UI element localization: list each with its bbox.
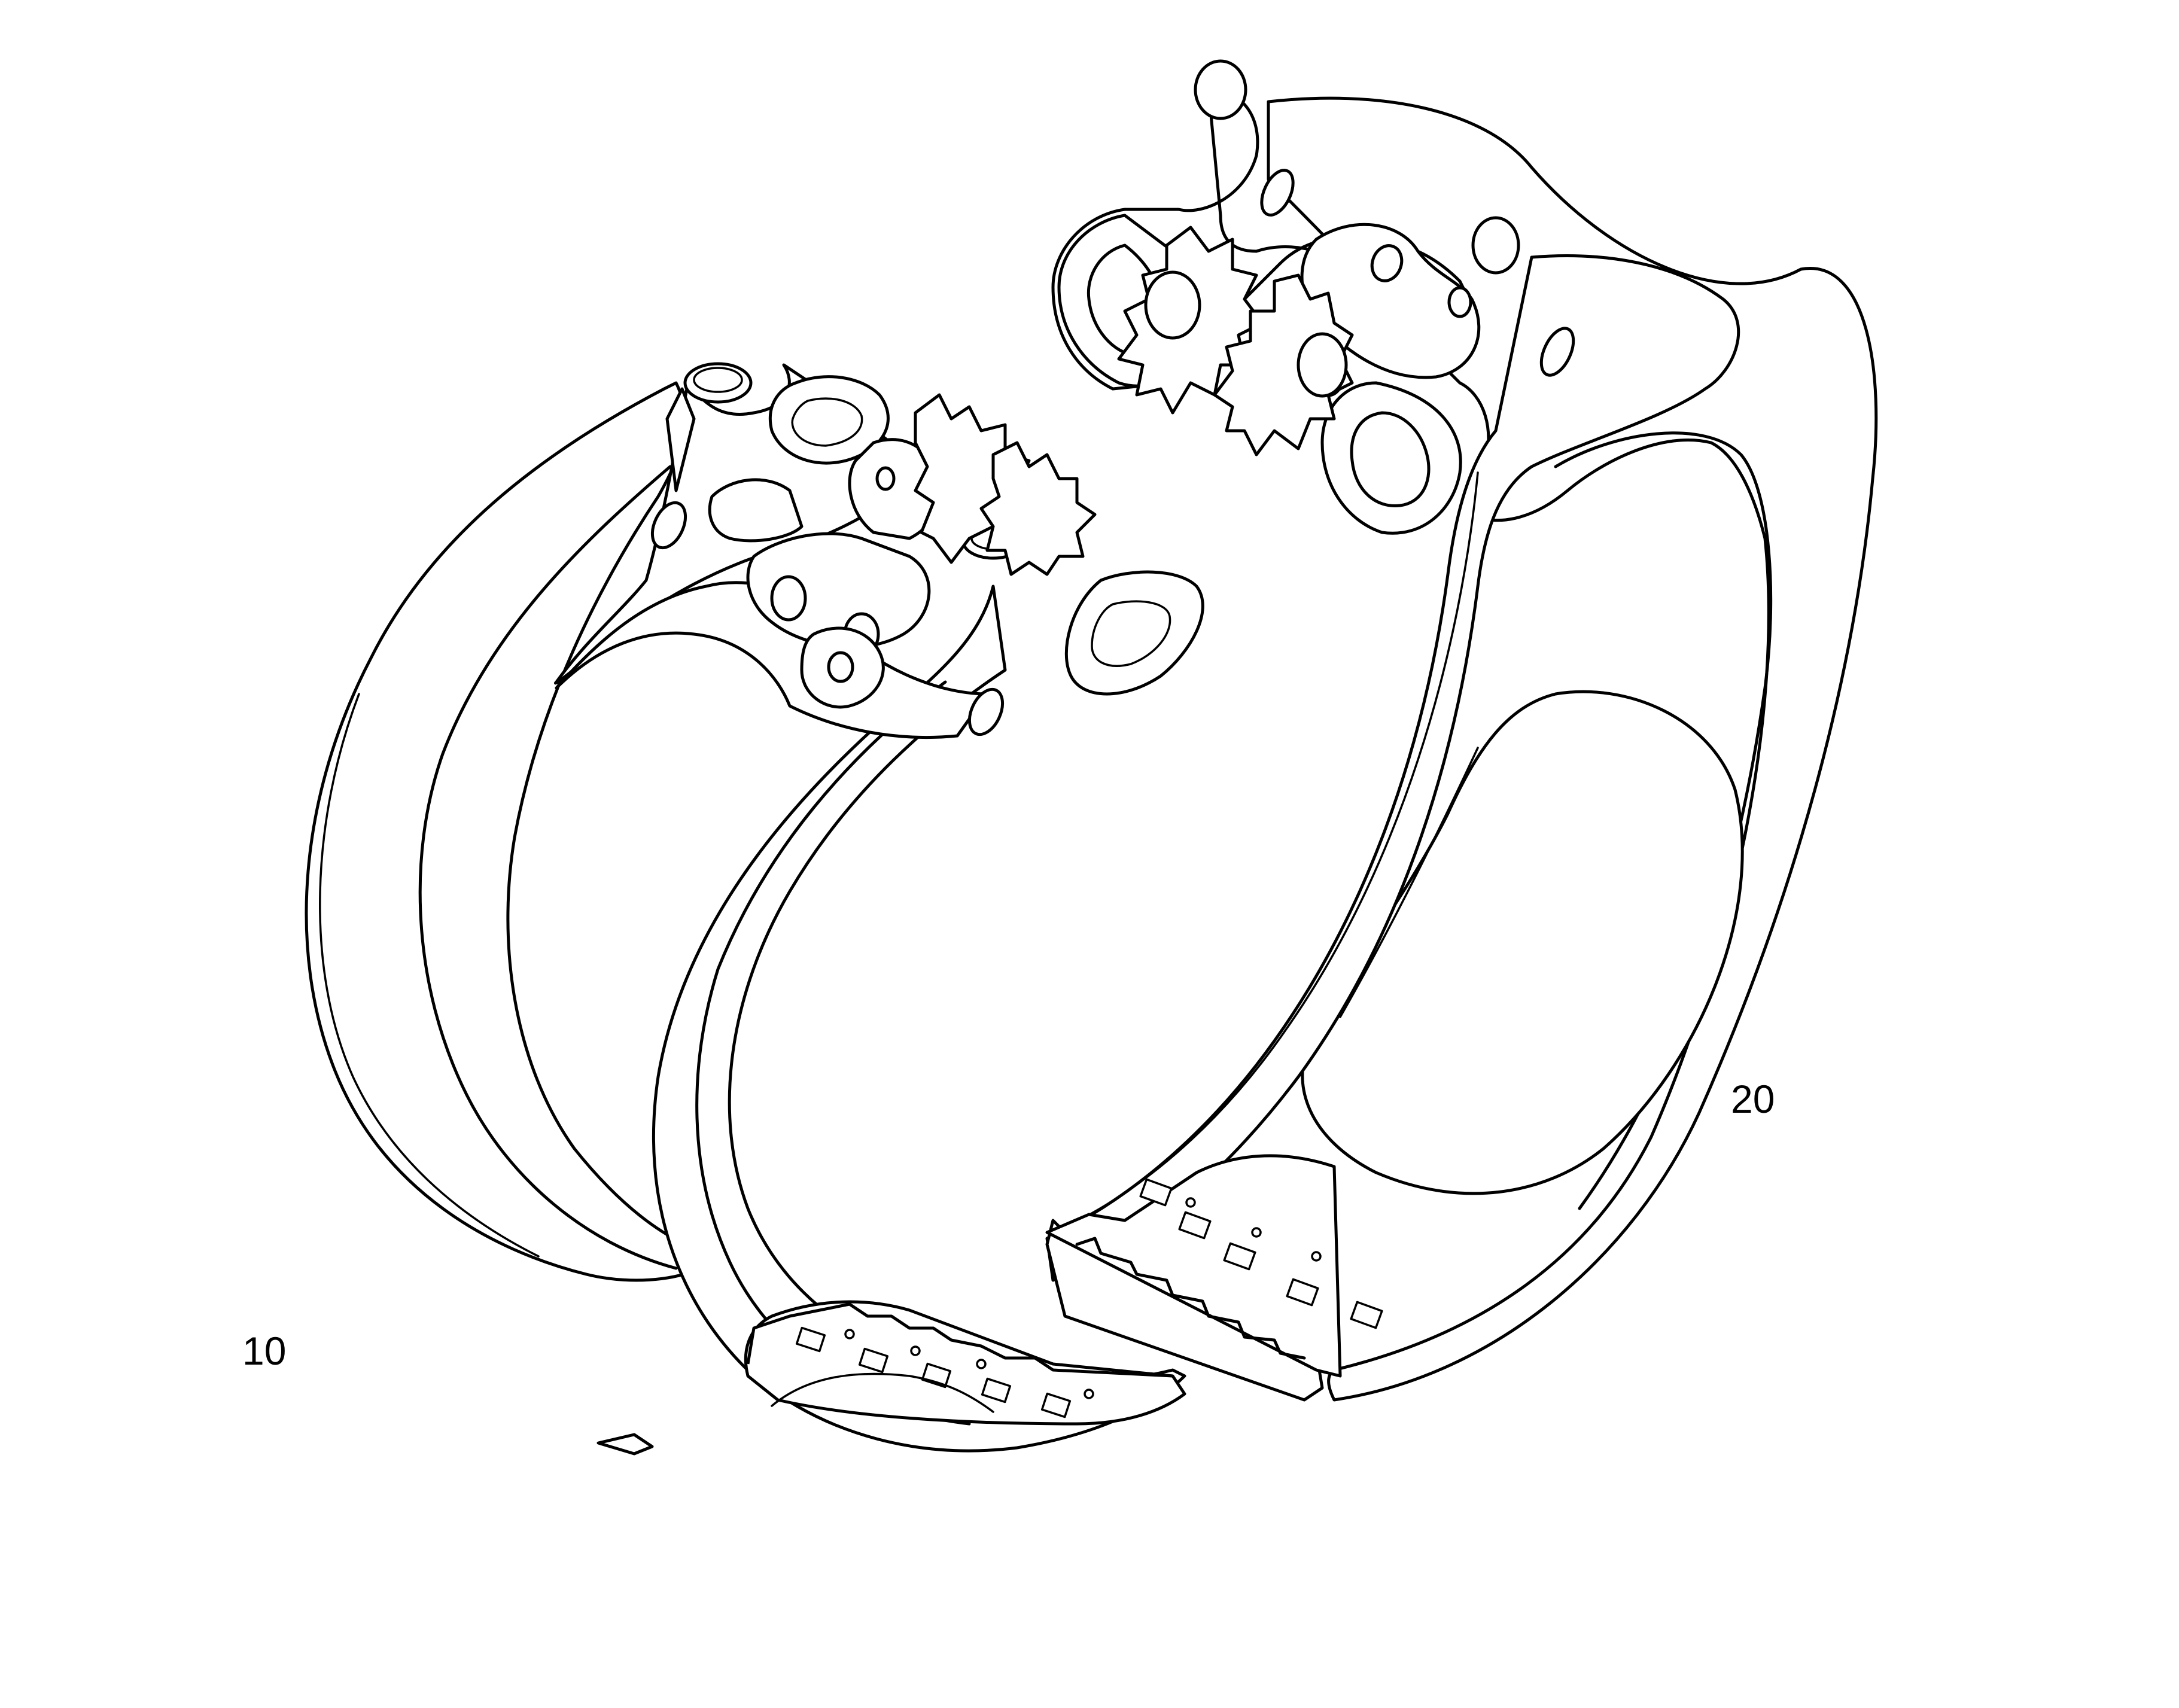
jaw-10-back-arm-inner: [418, 465, 678, 1270]
jaw-10-inner-recess: [771, 1372, 994, 1413]
socket: [1178, 1211, 1212, 1240]
socket: [858, 1347, 889, 1374]
socket-dot: [1084, 1389, 1094, 1399]
jaw-20-gear-hub: [1297, 332, 1348, 398]
jaw-20-slot-rim: [1339, 747, 1479, 1018]
jaw-10-pin-cap-inner: [693, 367, 743, 393]
socket: [1286, 1278, 1319, 1307]
socket: [981, 1377, 1012, 1403]
jaw-10-base-block: [708, 478, 804, 543]
jaw-10-heel-tab: [597, 1433, 654, 1456]
jaw-10: [305, 362, 1204, 1456]
jaw-10-back-arm-edge: [319, 693, 540, 1258]
jaw-20-bolt-cap: [1194, 59, 1247, 120]
jaw-20-link-hole: [1447, 286, 1472, 318]
socket-dot: [910, 1345, 921, 1356]
jaw-10-tooth-sockets: [795, 1326, 1094, 1418]
socket-dot: [1251, 1227, 1262, 1238]
jaw-20-handle-loop-right-inner: [1350, 411, 1431, 508]
jaw-20: [1045, 59, 1878, 1402]
jaw-20-front-arm: [1045, 254, 1740, 1282]
socket: [1040, 1392, 1072, 1418]
jaw-10-link-hole: [770, 575, 807, 622]
socket-dot: [976, 1359, 987, 1369]
jaw-20-tip-serration: [1075, 1237, 1306, 1360]
jaw-10-arm-link-hole: [875, 466, 896, 491]
socket: [795, 1326, 826, 1353]
reference-numeral-20: 20: [1731, 1077, 1775, 1121]
socket-dot: [844, 1329, 855, 1339]
jaw-10-hub-hole: [827, 651, 854, 683]
jaw-20-gear-segment: [1213, 273, 1354, 456]
jaw-10-tooth-plate-upper: [746, 1302, 1173, 1378]
jaw-20-front-arm-edge: [1052, 471, 1479, 1234]
socket: [1350, 1301, 1383, 1329]
jaw-20-mounting-hole: [1260, 169, 1295, 217]
reference-numeral-10: 10: [242, 1329, 287, 1373]
socket: [1223, 1242, 1256, 1271]
jaw-10-mounting-hole: [967, 687, 1005, 736]
jaw-10-pin-left: [665, 387, 696, 492]
jaw-10-handle-loop-right-inner: [1091, 600, 1171, 667]
socket-dot: [1185, 1197, 1196, 1208]
jaw-20-gear-hub: [1144, 270, 1201, 340]
jaw-20-tip-bottom: [1045, 1154, 1342, 1378]
socket: [1139, 1178, 1173, 1207]
jaw-10-gear-segment: [979, 441, 1097, 576]
jaw-10-handle-loop-left-inner: [791, 397, 863, 447]
jaw-20-tooth-sockets: [1139, 1178, 1383, 1329]
jaw-20-mounting-hole: [1539, 327, 1575, 377]
socket-dot: [1311, 1251, 1322, 1262]
jaw-20-bolt-cap: [1471, 216, 1520, 275]
jaw-20-link-hole: [1370, 244, 1404, 282]
jaw-10-mounting-hole: [650, 501, 687, 550]
